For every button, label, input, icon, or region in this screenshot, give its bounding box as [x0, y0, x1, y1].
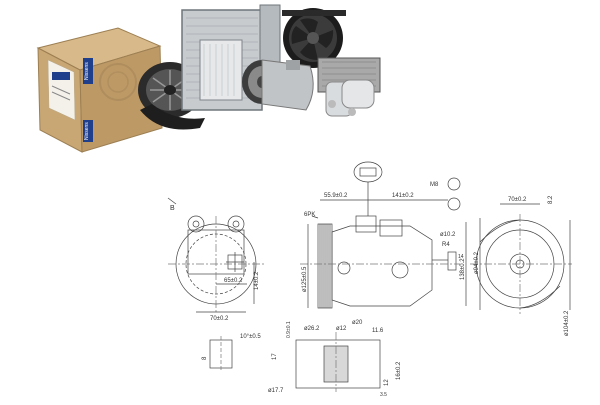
- dim-55-9: 55.9±0.2: [324, 193, 348, 199]
- dim-phi94: ø94±0.2: [474, 251, 480, 274]
- dim-phi125: ø125±0.5: [302, 266, 308, 292]
- dim-phi17-7: ø17.7: [268, 388, 284, 394]
- product-photo-collage: Nissens Nissens: [0, 0, 600, 165]
- box-brand-text: Nissens: [84, 62, 90, 80]
- dim-phi12: ø12: [336, 326, 347, 332]
- front-view: 70±0.2 8.2 ø94±0.2 ø104±0.2: [470, 195, 572, 336]
- ac-compressor-photo: [242, 59, 314, 111]
- dim-r4: R4: [442, 242, 450, 248]
- dim-8: 8: [202, 356, 208, 360]
- dim-12: 12: [384, 379, 390, 386]
- dim-70-right: 70±0.2: [508, 197, 527, 203]
- dim-0-9: 0.9±0.1: [286, 321, 292, 338]
- dim-phi10: ø10.2: [440, 232, 456, 238]
- receiver-drier-photo: [325, 79, 375, 117]
- dim-phi104: ø104±0.2: [564, 310, 570, 336]
- dim-3-5: 3.5: [380, 392, 387, 398]
- dim-phi20: ø20: [352, 320, 363, 326]
- side-view: M8 55.9±0.2 141±0.2 6PK ø10.2 R4 14 ø125…: [300, 161, 467, 309]
- dim-m8: M8: [430, 182, 439, 188]
- cooling-fan-photo: [282, 8, 346, 68]
- dim-10deg: 10°±0.5: [240, 334, 261, 340]
- mount-section-detail: ø26.2 ø12 ø20 11.6 0.9±0.1 17 ø17.7 16±0…: [268, 320, 402, 398]
- dim-14: 14±0.2: [254, 271, 260, 290]
- mount-detail-left: 10°±0.5 8: [202, 334, 261, 372]
- dim-11-6: 11.6: [372, 328, 384, 334]
- dim-phi26: ø26.2: [304, 326, 320, 332]
- dim-16: 16±0.2: [396, 361, 402, 380]
- left-view: B 65±0.2 14±0.2 70±0.2: [167, 197, 264, 322]
- cardboard-box: Nissens Nissens: [36, 27, 163, 153]
- dim-6pk: 6PK: [304, 212, 315, 218]
- compressor-technical-drawing: B 65±0.2 14±0.2 70±0.2: [0, 160, 600, 400]
- label-b: B: [170, 205, 175, 212]
- dim-65: 65±0.2: [224, 278, 243, 284]
- box-brand-text-side: Nissens: [84, 122, 90, 140]
- dim-14-side: 14: [458, 254, 464, 260]
- dim-141: 141±0.2: [392, 193, 414, 199]
- dim-8-2: 8.2: [548, 195, 554, 204]
- dim-70-left: 70±0.2: [210, 316, 229, 322]
- dim-17: 17: [272, 353, 278, 360]
- dim-138: 138±0.2: [460, 258, 466, 280]
